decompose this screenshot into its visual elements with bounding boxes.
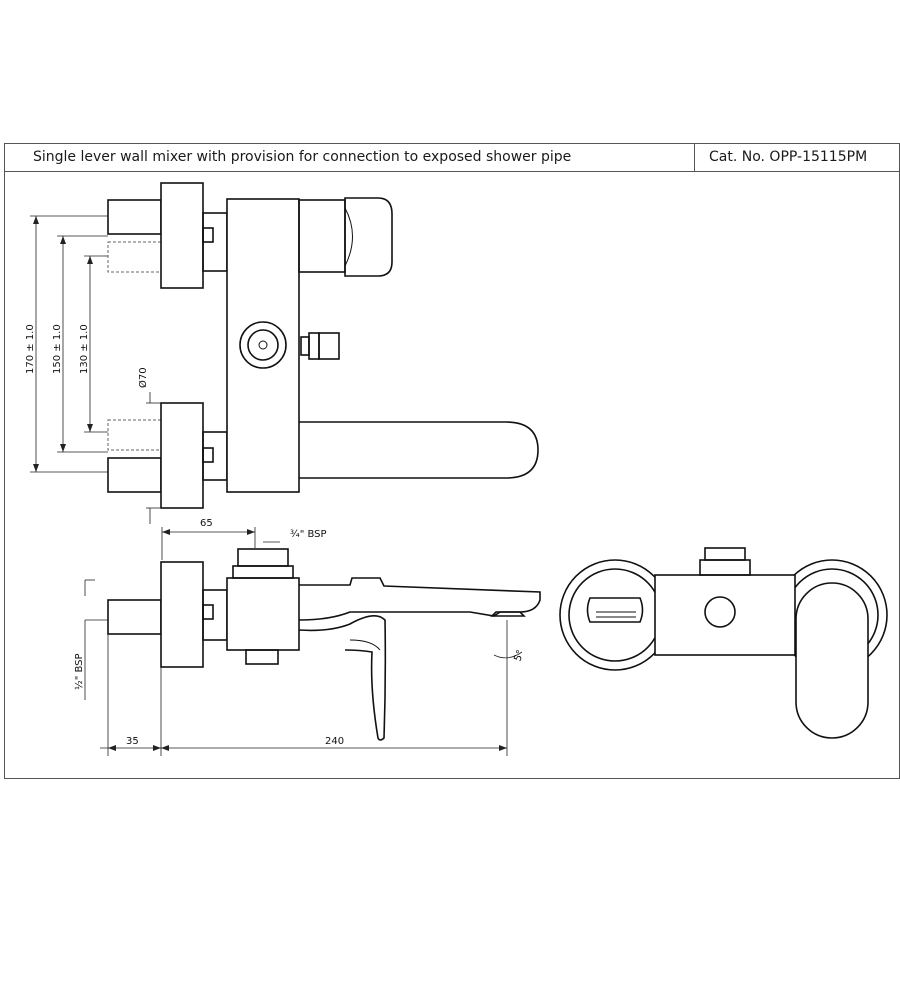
lower-nut — [202, 447, 214, 463]
title-block: Single lever wall mixer with provision f… — [4, 143, 900, 172]
dim-240: 240 — [325, 736, 344, 747]
front-top-connector — [704, 547, 746, 561]
side-spout — [298, 577, 541, 621]
dim-170: 170 ± 1.0 — [25, 324, 36, 374]
front-lever — [795, 582, 869, 739]
upper-nut — [202, 227, 214, 243]
upper-inlet-pipe — [107, 199, 162, 235]
lower-connector — [202, 431, 228, 481]
side-view: 65 ¾" BSP ½" BSP 35 240 5° — [73, 518, 541, 756]
diverter-knob-inner — [247, 329, 279, 361]
top-view: 170 ± 1.0 150 ± 1.0 130 ± 1.0 Ø70 — [25, 182, 539, 524]
dim-35: 35 — [126, 736, 139, 747]
upper-hidden-pipe — [107, 241, 162, 273]
side-flange — [160, 561, 204, 668]
front-view — [559, 547, 888, 739]
upper-flange — [160, 182, 204, 289]
side-top-collar — [232, 565, 294, 579]
side-connector-nut-small — [202, 604, 214, 620]
dim-bsp-1-2: ½" BSP — [73, 653, 85, 690]
side-dimensions — [84, 527, 523, 756]
mixer-body — [226, 198, 300, 493]
catalog-number: Cat. No. OPP-15115PM — [709, 149, 868, 165]
dim-diameter-70: Ø70 — [137, 367, 149, 388]
side-lever — [298, 615, 387, 741]
dim-bsp-3-4: ¾" BSP — [290, 529, 327, 540]
dim-angle-5: 5° — [512, 649, 526, 663]
side-connector-stem — [300, 336, 310, 356]
dim-150: 150 ± 1.0 — [52, 324, 63, 374]
side-inlet-pipe — [107, 599, 162, 635]
front-diverter-knob — [704, 596, 736, 628]
front-body — [654, 574, 796, 656]
lower-flange — [160, 402, 204, 509]
side-connector-nut — [308, 332, 320, 360]
side-aerator — [490, 611, 526, 617]
lower-hidden-pipe — [107, 419, 162, 451]
diverter-knob-outer — [239, 321, 287, 369]
vertical-dimensions — [30, 215, 161, 524]
product-description: Single lever wall mixer with provision f… — [5, 144, 695, 171]
side-top-connector — [237, 548, 289, 567]
front-outlet — [586, 597, 644, 623]
dim-130: 130 ± 1.0 — [79, 324, 90, 374]
shower-outlet-body — [298, 199, 346, 273]
front-top-collar — [699, 559, 751, 576]
side-body — [226, 577, 300, 651]
side-bottom-nut — [245, 649, 279, 665]
lower-inlet-pipe — [107, 457, 162, 493]
shower-outlet-curve — [344, 207, 353, 267]
lever-handle — [299, 421, 539, 479]
side-connector-body — [318, 332, 340, 360]
shower-outlet-cap — [344, 197, 393, 277]
diverter-knob-center — [258, 340, 268, 350]
side-connector — [202, 589, 228, 641]
dim-65: 65 — [200, 518, 213, 529]
